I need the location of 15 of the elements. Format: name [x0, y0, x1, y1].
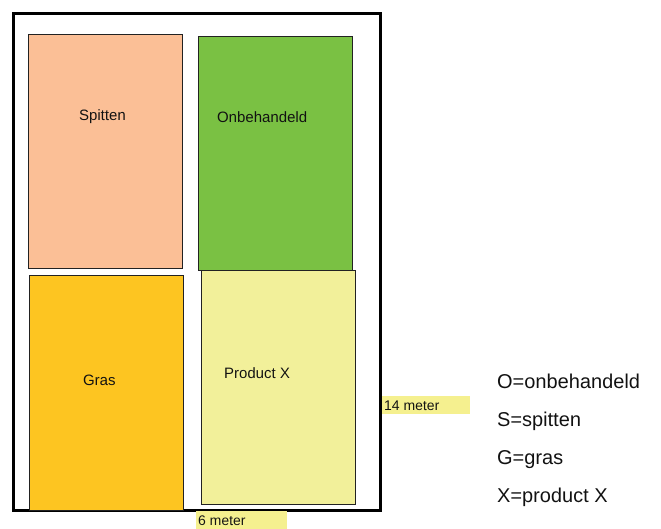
- key-text: O=onbehandeld: [497, 371, 640, 394]
- plot-name: Product X: [224, 365, 290, 382]
- plot-area: [28, 34, 183, 269]
- plot-name: Gras: [83, 372, 116, 389]
- key-text: X=product X: [497, 485, 608, 508]
- plot-name: Onbehandeld: [217, 109, 308, 126]
- dimension-label: 14 meter: [382, 396, 470, 414]
- key-text: S=spitten: [497, 409, 581, 432]
- plot-name: Spitten: [79, 107, 126, 124]
- plot-area: [198, 36, 353, 271]
- dimension-label: 6 meter: [196, 511, 287, 529]
- plot-area: [201, 270, 356, 505]
- field-outline: [12, 12, 382, 512]
- key-text: G=gras: [497, 447, 564, 470]
- plot-area: [29, 275, 184, 511]
